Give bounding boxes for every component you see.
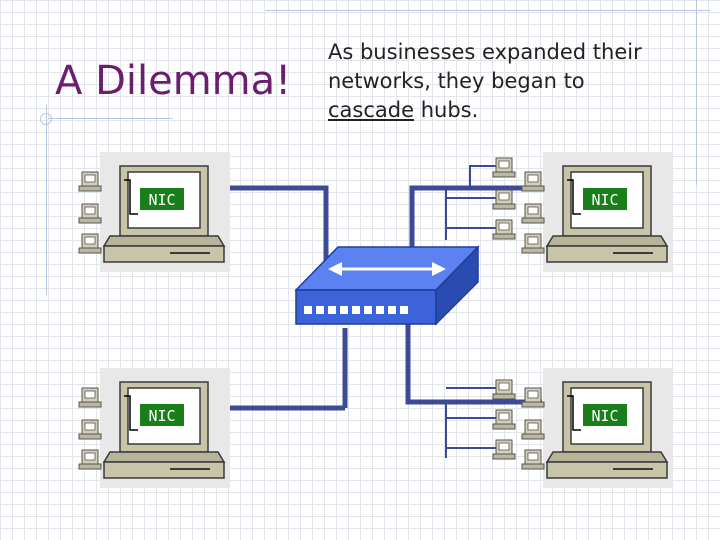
slide-body-text: As businesses expanded their networks, t… xyxy=(328,38,668,125)
hub xyxy=(294,245,480,326)
hub-ports xyxy=(304,306,408,314)
nic-label: NIC xyxy=(591,407,618,425)
nic-label: NIC xyxy=(148,407,175,425)
body-text-part2: hubs. xyxy=(414,98,479,122)
nic-label: NIC xyxy=(148,191,175,209)
computer-top-right: NIC xyxy=(522,152,673,272)
nic-label: NIC xyxy=(591,191,618,209)
body-text-part1: As businesses expanded their networks, t… xyxy=(328,40,642,93)
bidirectional-arrow-icon xyxy=(328,262,446,276)
slide-title: A Dilemma! xyxy=(55,58,292,104)
body-text-underlined: cascade xyxy=(328,98,415,122)
cables xyxy=(230,185,542,411)
cable-top-right xyxy=(409,185,542,250)
computer-top-left: NIC xyxy=(79,152,230,272)
cable-top-left xyxy=(230,185,329,262)
computer-bottom-right: NIC xyxy=(522,368,673,488)
computer-bottom-left: NIC xyxy=(79,368,230,488)
cable-bottom-right xyxy=(405,310,542,405)
